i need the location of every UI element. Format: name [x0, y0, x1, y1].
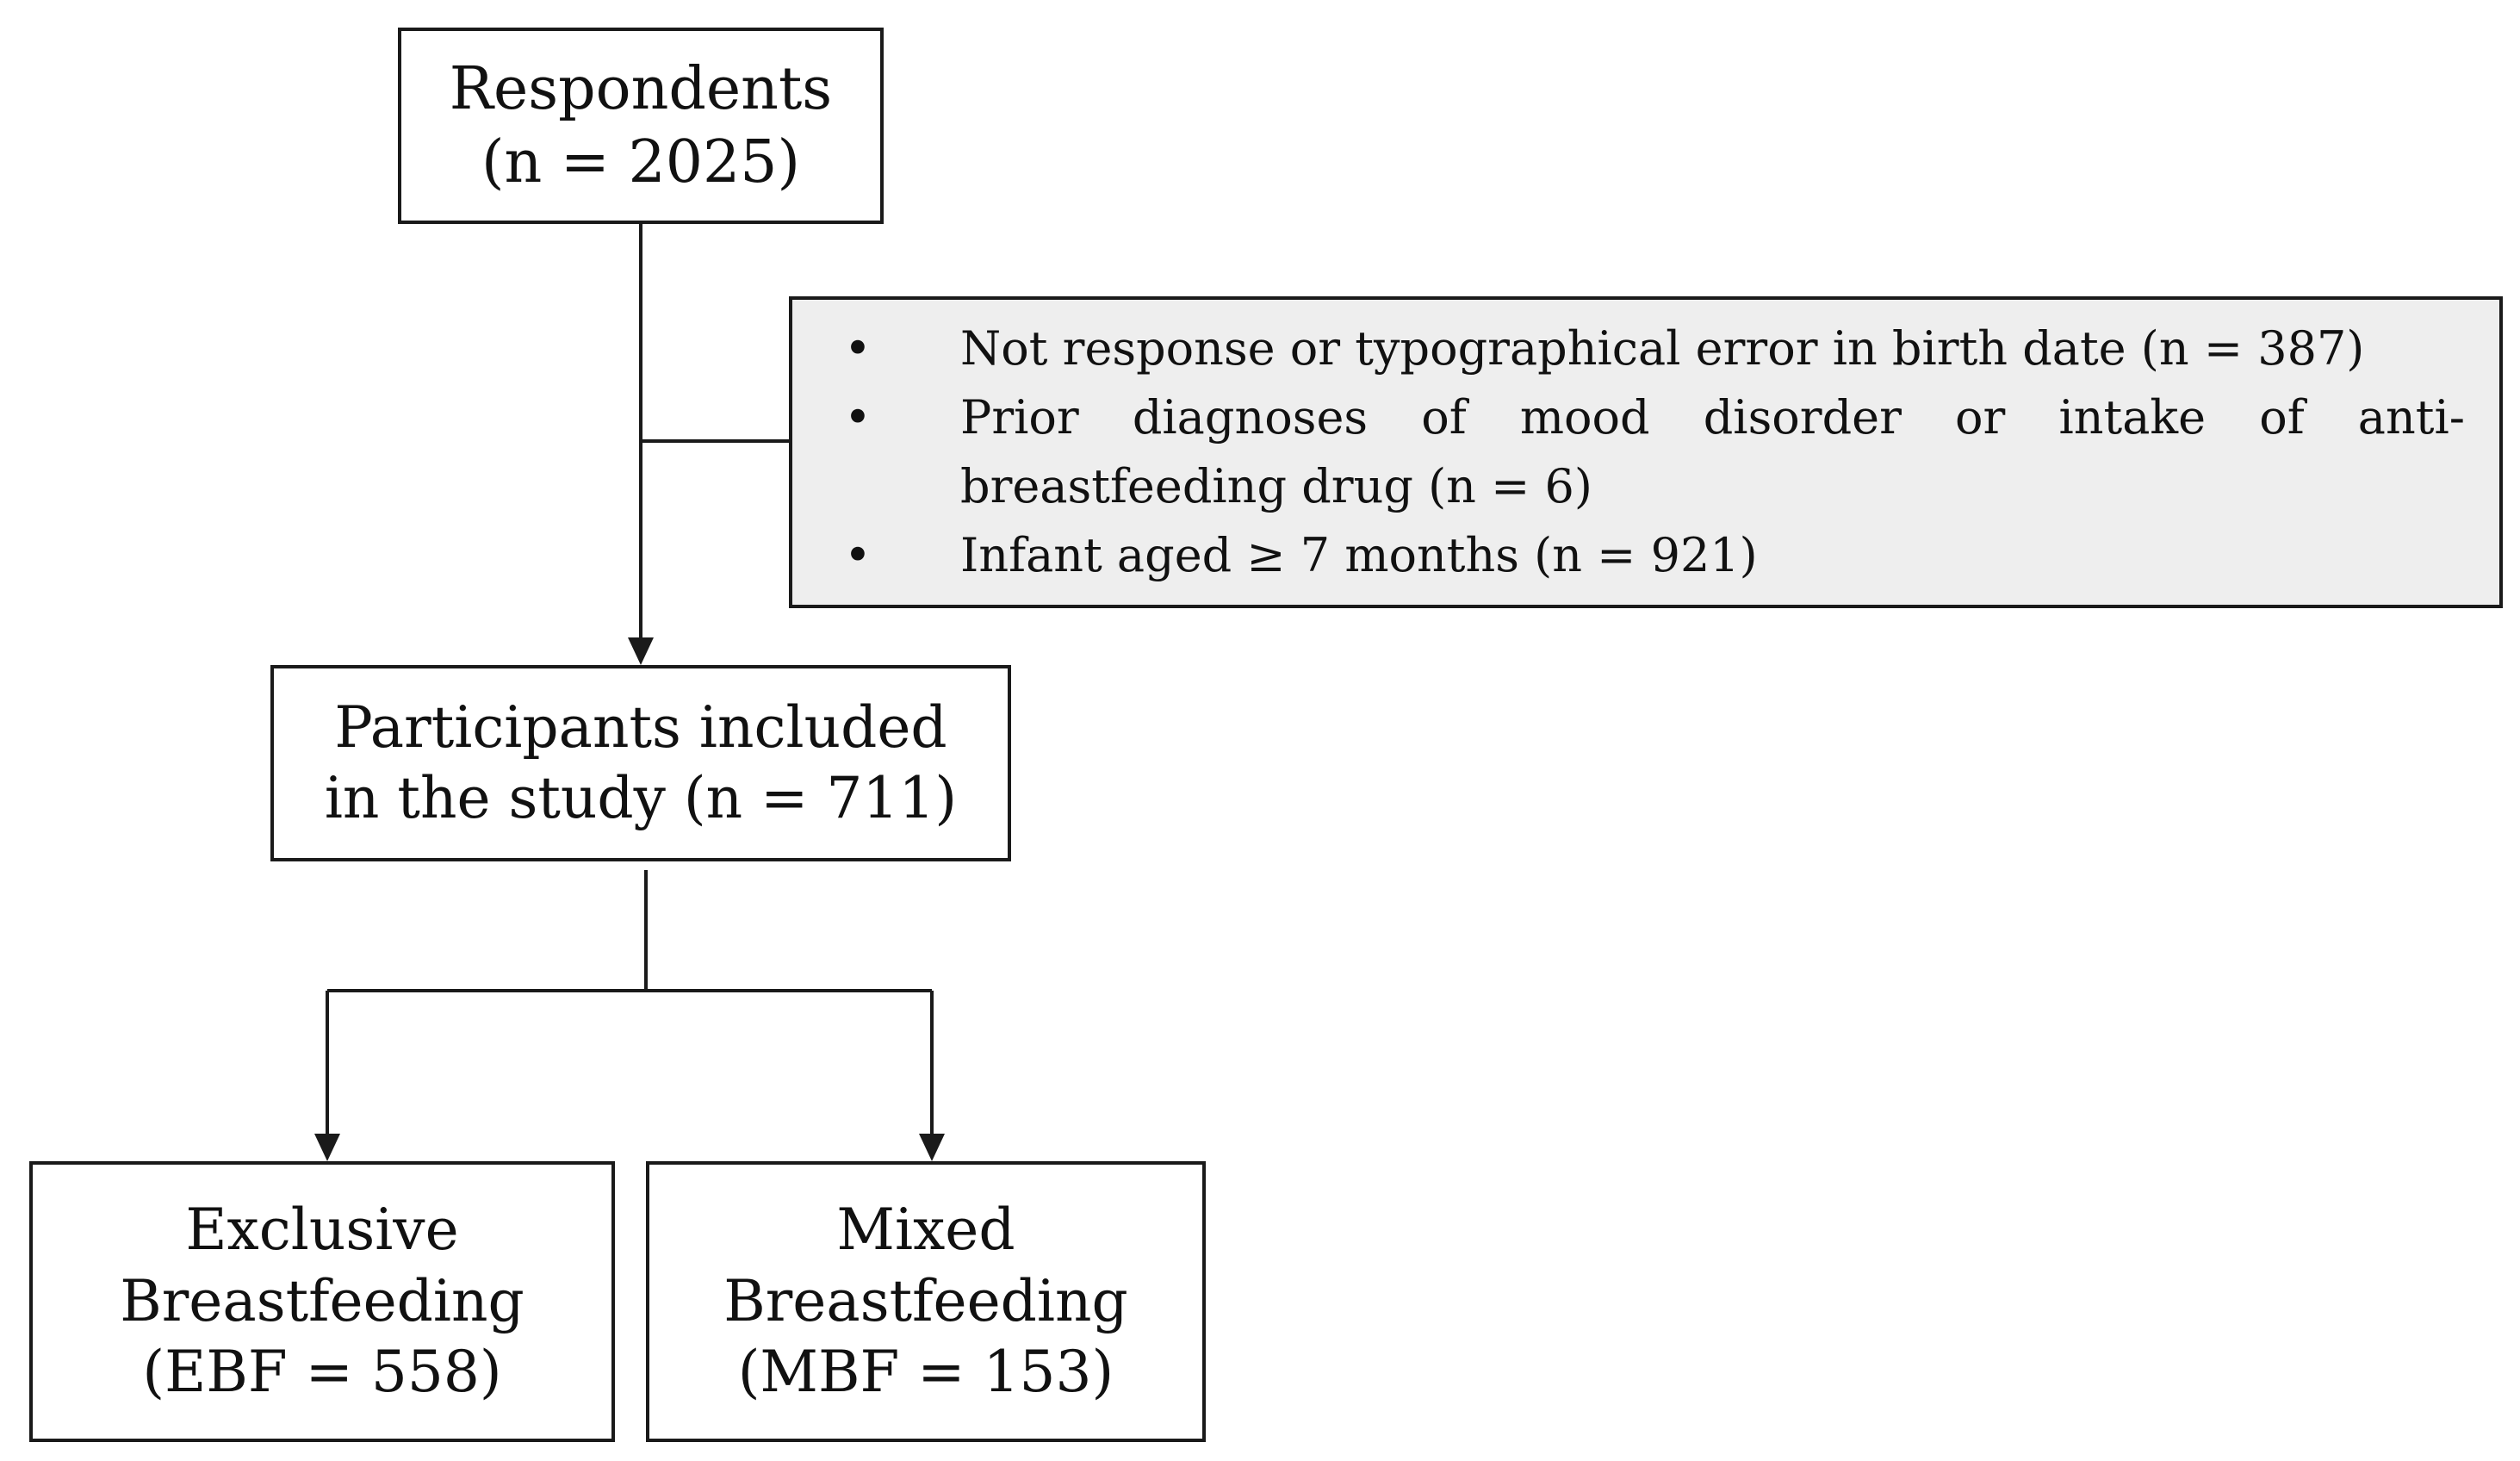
ebf-box: Exclusive Breastfeeding (EBF = 558)	[29, 1161, 615, 1442]
ebf-label-line2: Breastfeeding	[120, 1267, 524, 1334]
exclusion-item: • Prior diagnoses of mood disorder or in…	[818, 383, 2465, 521]
bullet-icon: •	[844, 390, 872, 445]
mbf-label-line1: Mixed	[836, 1197, 1015, 1264]
ebf-label-line1: Exclusive	[185, 1197, 459, 1264]
exclusion-item: • Not response or typographical error in…	[818, 314, 2465, 383]
exclusion-item: • Infant aged ≥ 7 months (n = 921)	[818, 521, 2465, 590]
mbf-box: Mixed Breastfeeding (MBF = 153)	[646, 1161, 1206, 1442]
participants-count: in the study (n = 711)	[324, 765, 958, 831]
arrowhead-participants	[628, 637, 654, 665]
respondents-count: (n = 2025)	[481, 128, 801, 196]
exclusion-list: • Not response or typographical error in…	[818, 314, 2465, 590]
bullet-icon: •	[844, 321, 872, 376]
participants-box: Participants included in the study (n = …	[270, 665, 1011, 861]
exclusion-criteria-box: • Not response or typographical error in…	[789, 296, 2503, 608]
respondents-label: Respondents	[449, 55, 833, 123]
ebf-count: (EBF = 558)	[142, 1339, 502, 1406]
exclusion-text: Prior diagnoses of mood disorder or inta…	[960, 390, 2465, 513]
participants-label: Participants included	[334, 693, 947, 761]
exclusion-text: Infant aged ≥ 7 months (n = 921)	[960, 528, 1758, 582]
respondents-box: Respondents (n = 2025)	[398, 28, 884, 224]
mbf-label-line2: Breastfeeding	[723, 1267, 1128, 1334]
arrowhead-mbf	[919, 1134, 945, 1161]
arrowhead-ebf	[314, 1134, 340, 1161]
mbf-count: (MBF = 153)	[737, 1339, 1114, 1406]
exclusion-text: Not response or typographical error in b…	[960, 321, 2365, 376]
bullet-icon: •	[844, 528, 872, 582]
